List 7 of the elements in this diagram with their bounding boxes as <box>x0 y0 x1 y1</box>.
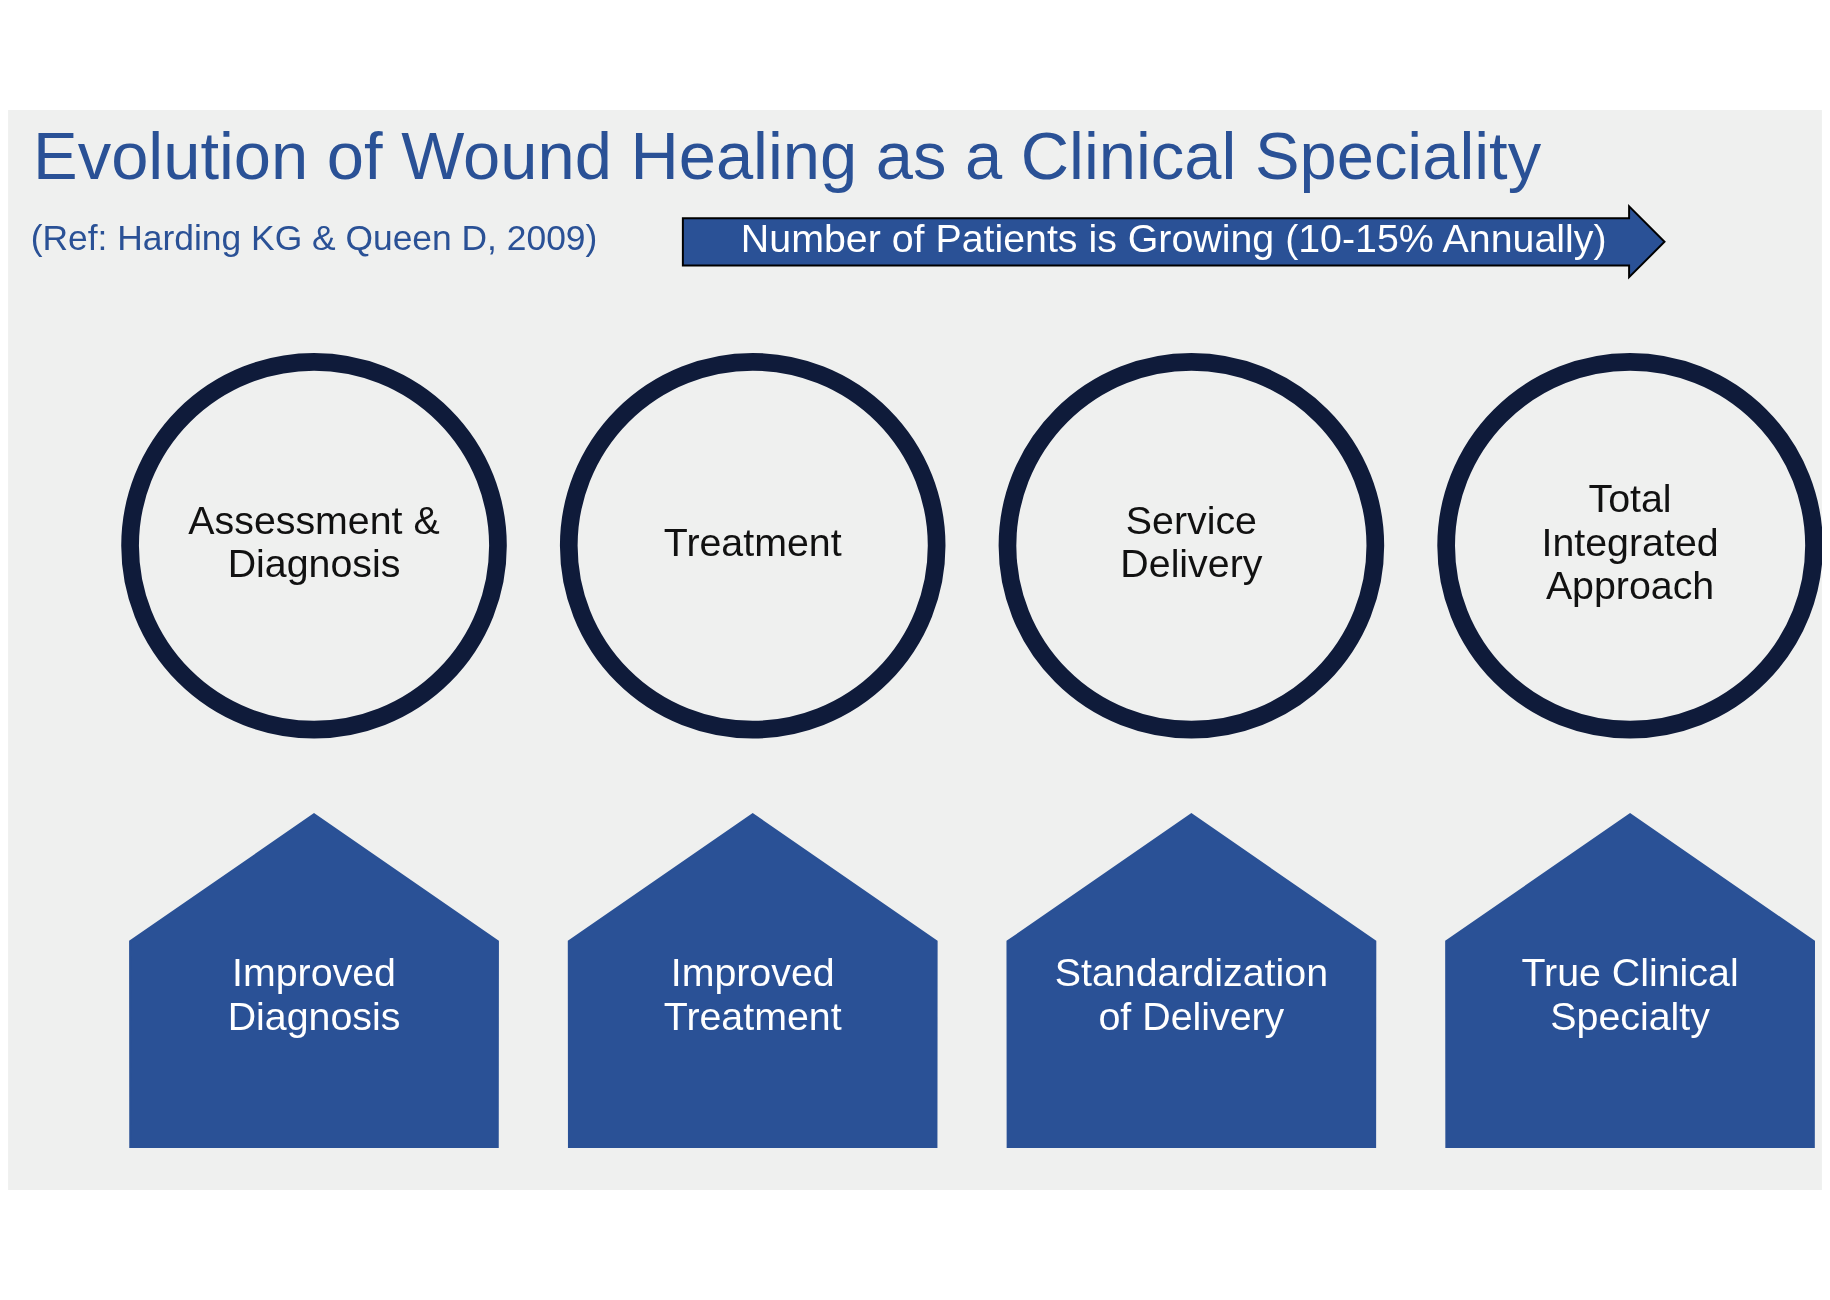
diagram-title: Evolution of Wound Healing as a Clinical Speciality <box>33 118 1542 194</box>
node-circle: Service Delivery <box>998 352 1385 739</box>
node-circle: Assessment & Diagnosis <box>121 352 507 739</box>
label: (Ref: Harding KG & Queen D, 2009) <box>30 218 598 259</box>
node-circle: Total Integrated Approach <box>1437 352 1822 739</box>
node-circle: Treatment <box>559 352 946 739</box>
label: Number of Patients is Growing (10-15% Annually) <box>740 215 1607 260</box>
